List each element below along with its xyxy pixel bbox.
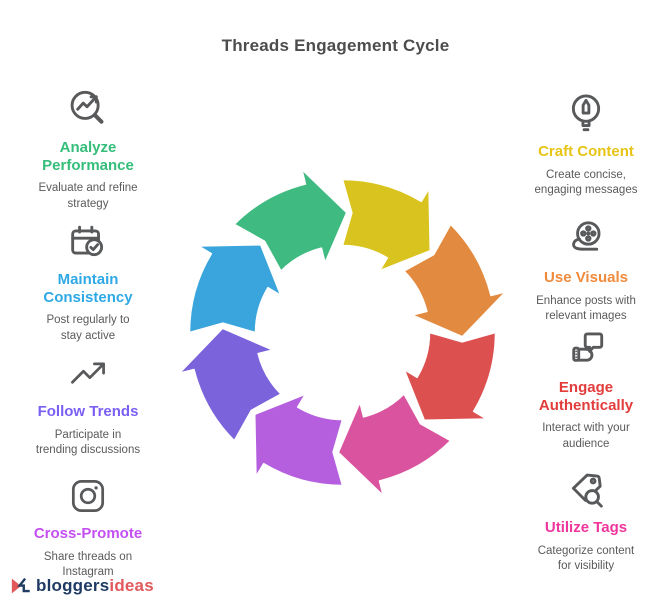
cycle-arrow-analyze-performance (233, 168, 348, 272)
step-description: Post regularly to stay active (46, 314, 130, 342)
step-analyze-performance: Analyze Performance Evaluate and refine … (10, 86, 166, 212)
cycle-arrow-engage-authentically (403, 331, 497, 422)
step-cross-promote: Cross-Promote Share threads on Instagram (10, 472, 166, 580)
bloggersideas-logo-icon (11, 577, 30, 594)
analyze-magnifier-trend-icon (10, 86, 166, 134)
step-description: Share threads on Instagram (43, 550, 133, 578)
cycle-arrow-follow-trends (178, 327, 282, 442)
cycle-arrow-craft-content (341, 178, 432, 272)
step-engage-authentically: Engage Authentically Interact with your … (508, 326, 664, 452)
step-description: Categorize content for visibility (537, 544, 635, 572)
step-title: Craft Content (538, 143, 634, 160)
cycle-wheel (178, 168, 507, 497)
bulb-pencil-icon (508, 90, 664, 138)
step-description: Create concise, engaging messages (534, 168, 638, 196)
step-description: Evaluate and refine strategy (38, 182, 138, 210)
cycle-arrow-maintain-consistency (188, 243, 282, 334)
step-follow-trends: Follow Trends Participate in trending di… (10, 350, 166, 458)
step-title: Maintain Consistency (43, 271, 133, 306)
calendar-check-icon (10, 218, 166, 266)
step-utilize-tags: Utilize Tags Categorize content for visi… (508, 466, 664, 574)
step-title: Engage Authentically (538, 379, 634, 414)
step-title: Use Visuals (544, 269, 628, 286)
step-description: Interact with your audience (542, 422, 630, 450)
logo-word-ideas: ideas (109, 576, 154, 595)
step-description: Enhance posts with relevant images (536, 294, 636, 322)
trend-arrow-icon (10, 350, 166, 398)
tag-search-icon (508, 466, 664, 514)
step-title: Utilize Tags (544, 519, 628, 536)
hand-speech-icon (508, 326, 664, 374)
logo-text: bloggersideas (36, 576, 154, 596)
step-description: Participate in trending discussions (35, 428, 141, 456)
film-reel-icon (508, 216, 664, 264)
step-title: Follow Trends (37, 403, 139, 420)
logo-word-bloggers: bloggers (36, 576, 110, 595)
step-maintain-consistency: Maintain Consistency Post regularly to s… (10, 218, 166, 344)
step-title: Cross-Promote (33, 525, 143, 542)
cycle-arrow-cross-promote (253, 393, 344, 487)
step-craft-content: Craft Content Create concise, engaging m… (508, 90, 664, 198)
cycle-arrow-utilize-tags (337, 393, 452, 497)
step-title: Analyze Performance (42, 139, 134, 174)
bloggersideas-logo: bloggersideas (10, 575, 154, 597)
step-use-visuals: Use Visuals Enhance posts with relevant … (508, 216, 664, 324)
cycle-arrow-use-visuals (403, 223, 507, 338)
page-title: Threads Engagement Cycle (221, 36, 450, 55)
instagram-icon (10, 472, 166, 520)
